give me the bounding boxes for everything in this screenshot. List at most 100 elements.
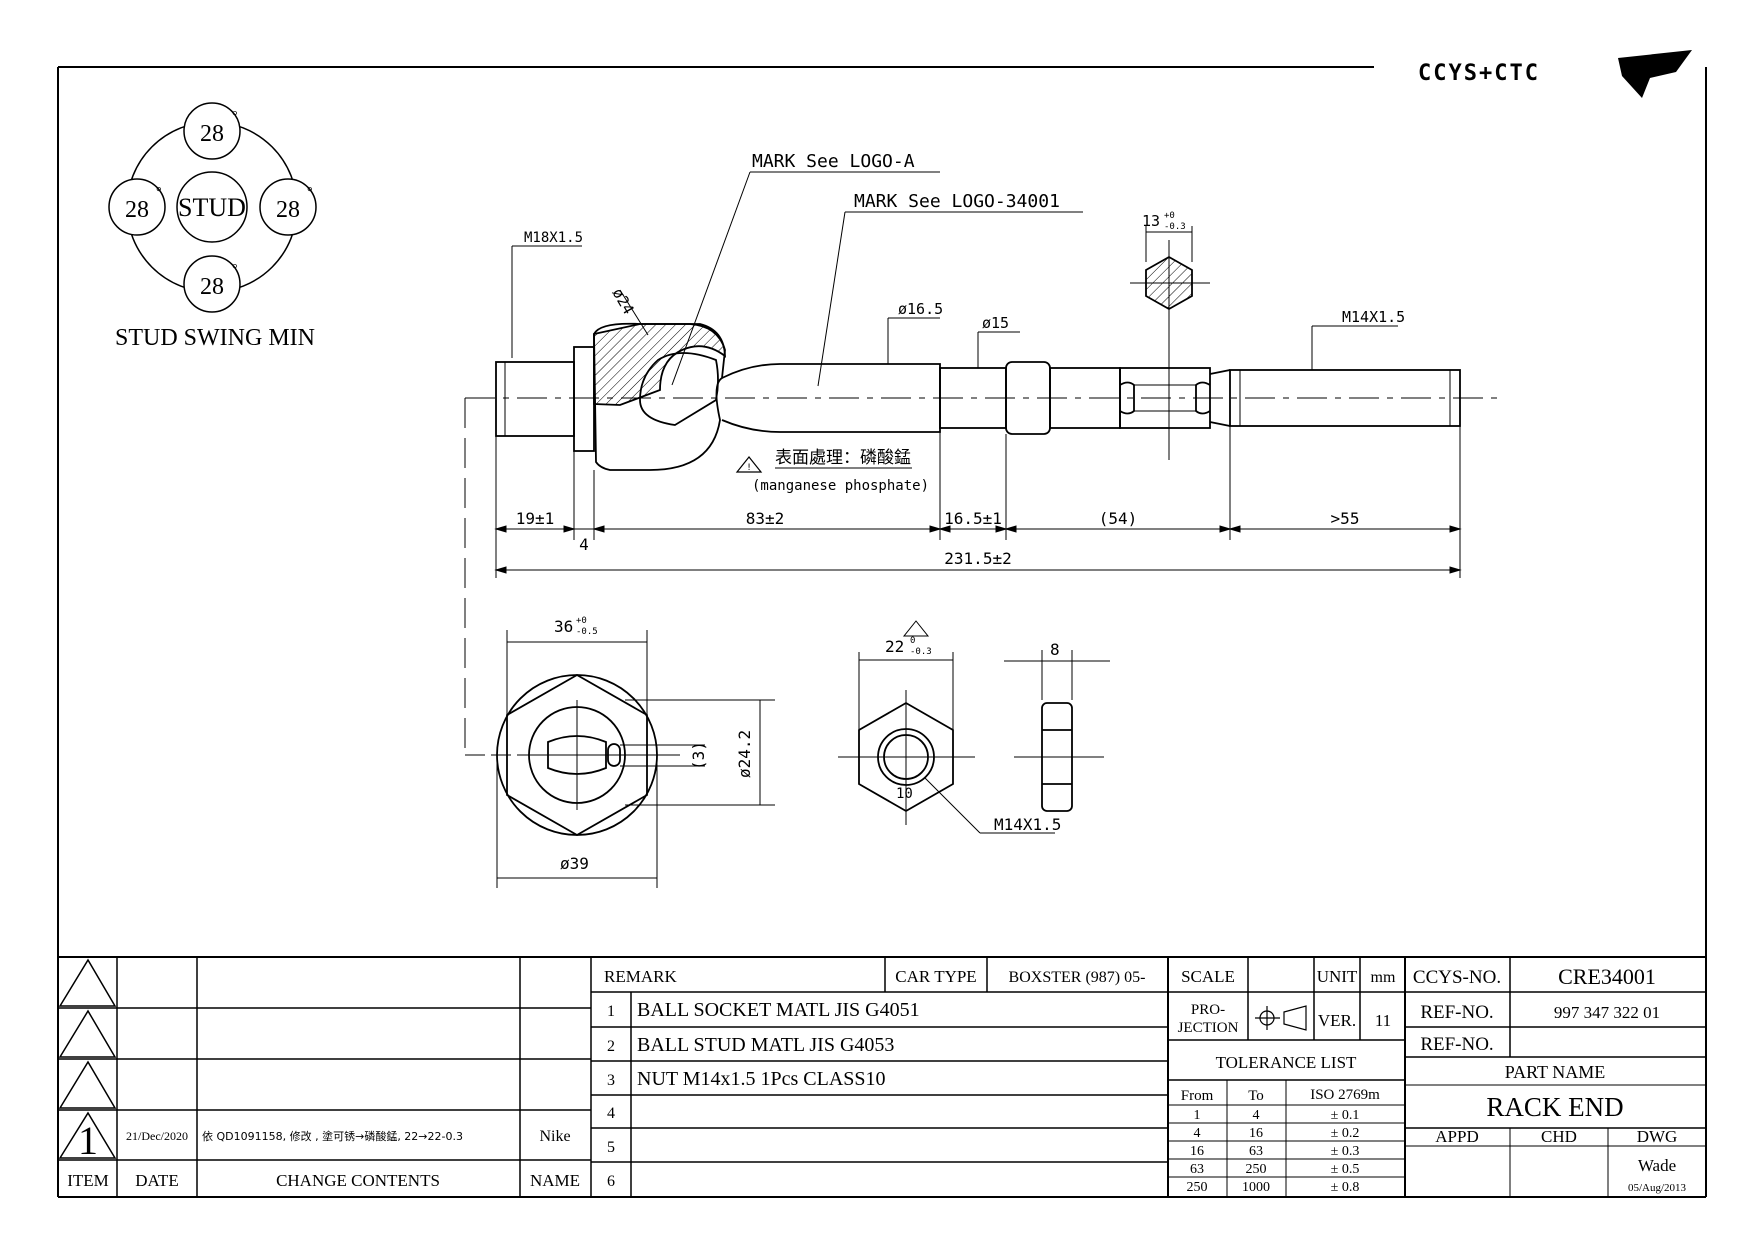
unit-label: UNIT bbox=[1317, 967, 1358, 986]
header-date: DATE bbox=[135, 1171, 178, 1190]
surface-treatment-note: ! 表面處理：磷酸錳 (manganese phosphate) bbox=[735, 448, 929, 494]
remark-row-no: 3 bbox=[607, 1072, 615, 1089]
third-angle-projection-icon bbox=[1255, 1005, 1307, 1031]
logo-text: CCYS+CTC bbox=[1418, 61, 1540, 86]
socket-od-dim: ø39 bbox=[560, 854, 589, 873]
hex-cross-section: 13 +0 -0.3 bbox=[1130, 211, 1210, 460]
ref-no-label: REF-NO. bbox=[1420, 1002, 1493, 1023]
ver-value: 11 bbox=[1375, 1011, 1391, 1030]
car-type-value: BOXSTER (987) 05- bbox=[1009, 969, 1146, 986]
revision-date: 21/Dec/2020 bbox=[126, 1129, 188, 1143]
mark-logo-part-callout: MARK See LOGO-34001 bbox=[854, 191, 1060, 212]
tol-cell: 250 bbox=[1187, 1180, 1208, 1195]
nut-side-view bbox=[1004, 650, 1110, 812]
stud-swing-diagram: STUD 28 28 28 28 ° ° ° ° STUD SWING MIN bbox=[108, 102, 317, 351]
dwg-date: 05/Aug/2013 bbox=[1628, 1182, 1687, 1194]
tol-cell: ± 0.1 bbox=[1331, 1108, 1360, 1123]
socket-end-dims bbox=[496, 630, 775, 888]
warning-triangle-icon bbox=[902, 620, 930, 637]
tol-header-iso: ISO 2769m bbox=[1310, 1087, 1380, 1103]
ccys-no-label: CCYS-NO. bbox=[1413, 967, 1501, 988]
surface-treatment-text: 表面處理：磷酸錳 bbox=[775, 448, 911, 468]
unit-value: mm bbox=[1371, 969, 1396, 986]
tol-header-from: From bbox=[1181, 1088, 1214, 1104]
degree-mark: ° bbox=[307, 185, 313, 200]
surface-treatment-english: (manganese phosphate) bbox=[752, 478, 929, 494]
ccys-no-value: CRE34001 bbox=[1558, 964, 1656, 989]
header-name: NAME bbox=[530, 1171, 580, 1190]
thread-m14-callout: M14X1.5 bbox=[1342, 308, 1405, 326]
nut-thread-callout: M14X1.5 bbox=[994, 815, 1061, 834]
socket-width-dim: 36 bbox=[554, 617, 573, 636]
thread-m18-callout: M18X1.5 bbox=[524, 230, 583, 246]
dwg-label: DWG bbox=[1637, 1127, 1678, 1146]
tol-cell: 63 bbox=[1190, 1162, 1204, 1177]
dim-83: 83±2 bbox=[746, 509, 785, 528]
socket-bore-dim: ø24.2 bbox=[735, 730, 754, 778]
remark-row-text: BALL SOCKET MATL JIS G4051 bbox=[637, 999, 920, 1021]
dwg-name: Wade bbox=[1638, 1156, 1676, 1175]
scale-block: SCALE UNIT mm PRO- JECTION VER. 11 TOLER… bbox=[1178, 967, 1396, 1195]
car-type-label: CAR TYPE bbox=[895, 967, 976, 986]
tol-cell: 1000 bbox=[1242, 1180, 1270, 1195]
tol-cell: 4 bbox=[1194, 1126, 1201, 1141]
tol-cell: 4 bbox=[1253, 1108, 1260, 1123]
remark-header: REMARK bbox=[604, 967, 677, 986]
projection-label-line2: JECTION bbox=[1178, 1020, 1239, 1036]
dim-16-5: 16.5±1 bbox=[944, 509, 1002, 528]
socket-slot-dim: (3) bbox=[689, 741, 708, 770]
tol-cell: 16 bbox=[1190, 1144, 1204, 1159]
part-name-value: RACK END bbox=[1486, 1092, 1623, 1122]
remark-row-no: 2 bbox=[607, 1038, 615, 1055]
title-block-grid bbox=[58, 956, 1706, 1197]
callout-leaders bbox=[511, 171, 1398, 387]
header-item: ITEM bbox=[67, 1171, 109, 1190]
tol-cell: 250 bbox=[1246, 1162, 1267, 1177]
nut-width-dim: 22 bbox=[885, 637, 904, 656]
stud-label: STUD bbox=[178, 193, 246, 222]
warning-triangle-icon bbox=[735, 456, 763, 473]
dia-16-5-callout: ø16.5 bbox=[898, 300, 943, 318]
rack-end-side-view bbox=[465, 322, 1500, 471]
remark-row-text: NUT M14x1.5 1Pcs CLASS10 bbox=[637, 1068, 886, 1090]
part-name-label: PART NAME bbox=[1505, 1062, 1605, 1082]
tol-cell: 1 bbox=[1194, 1108, 1201, 1123]
tol-cell: ± 0.8 bbox=[1331, 1180, 1360, 1195]
remark-row-no: 5 bbox=[607, 1139, 615, 1156]
remarks-table: REMARK CAR TYPE BOXSTER (987) 05- 1 BALL… bbox=[604, 967, 1145, 1190]
dia-15-callout: ø15 bbox=[982, 314, 1009, 332]
logo-mark-icon bbox=[1618, 50, 1692, 98]
ref-no-label-2: REF-NO. bbox=[1420, 1034, 1493, 1055]
chd-label: CHD bbox=[1541, 1127, 1577, 1146]
ref-no-value: 997 347 322 01 bbox=[1554, 1003, 1660, 1022]
stud-swing-caption: STUD SWING MIN bbox=[115, 325, 315, 351]
revision-contents: 依 QD1091158, 修改 , 塗可锈→磷酸錳, 22→22-0.3 bbox=[202, 1129, 463, 1143]
swing-angle-bottom: 28 bbox=[200, 274, 224, 300]
remark-row-no: 6 bbox=[607, 1173, 615, 1190]
projection-label-line1: PRO- bbox=[1191, 1002, 1225, 1018]
dim-54: (54) bbox=[1099, 509, 1138, 528]
tol-cell: ± 0.3 bbox=[1331, 1144, 1360, 1159]
dim-4: 4 bbox=[579, 535, 589, 554]
hex-size-tol-lower: -0.3 bbox=[1164, 222, 1186, 232]
scale-label: SCALE bbox=[1181, 967, 1235, 986]
swing-angle-top: 28 bbox=[200, 121, 224, 147]
swing-angle-left: 28 bbox=[125, 197, 149, 223]
socket-end-dim-texts: 36 +0 -0.5 (3) ø24.2 ø39 bbox=[554, 616, 754, 873]
degree-mark: ° bbox=[156, 185, 162, 200]
svg-text:!: ! bbox=[747, 463, 751, 473]
nut-width-tol-upper: 0 bbox=[910, 636, 915, 646]
tol-cell: ± 0.5 bbox=[1331, 1162, 1360, 1177]
remark-row-text: BALL STUD MATL JIS G4053 bbox=[637, 1034, 894, 1056]
company-logo: CCYS+CTC bbox=[1418, 50, 1692, 98]
tol-header-to: To bbox=[1248, 1088, 1264, 1104]
nut-front-dims bbox=[858, 620, 1055, 834]
socket-width-tol-lower: -0.5 bbox=[576, 627, 598, 637]
socket-end-view bbox=[496, 673, 680, 837]
nut-thickness-dim: 8 bbox=[1050, 640, 1060, 659]
tol-cell: ± 0.2 bbox=[1331, 1126, 1360, 1141]
swing-angle-right: 28 bbox=[276, 197, 300, 223]
revision-name: Nike bbox=[539, 1128, 570, 1145]
remark-row-no: 1 bbox=[607, 1003, 615, 1020]
ver-label: VER. bbox=[1318, 1011, 1356, 1030]
